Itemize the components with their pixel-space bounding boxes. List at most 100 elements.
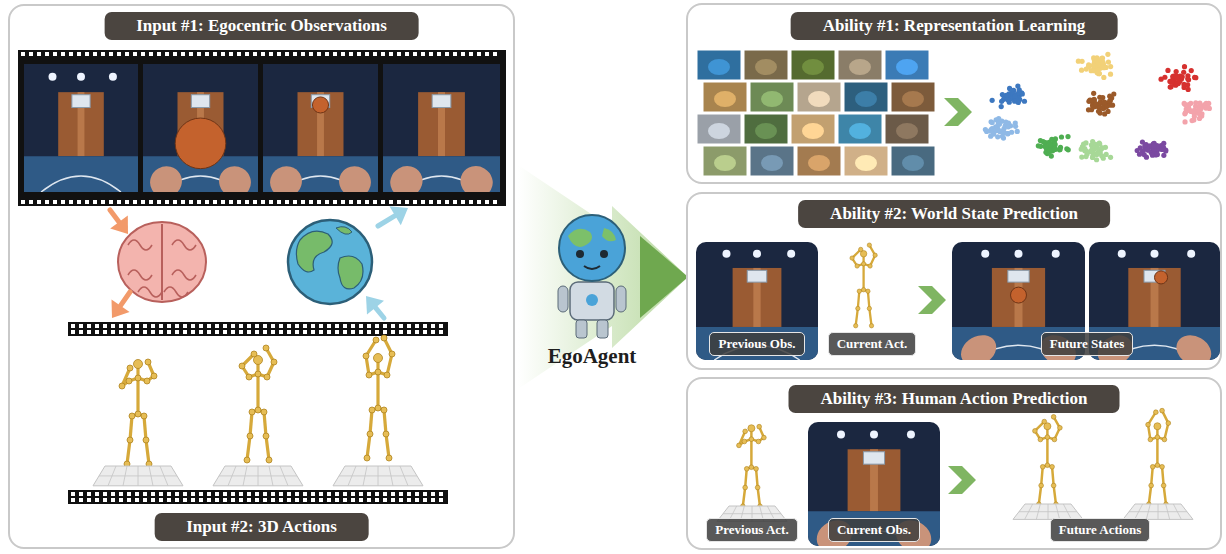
- film-hole: [111, 324, 115, 328]
- skeleton-joint: [1039, 483, 1044, 488]
- film-hole: [167, 324, 171, 328]
- film-hole: [239, 492, 243, 496]
- sample-photo: [791, 114, 835, 144]
- film-hole: [77, 200, 81, 204]
- film-hole: [357, 200, 361, 204]
- court-floor: [696, 327, 818, 360]
- film-hole: [359, 330, 363, 334]
- film-hole: [239, 324, 243, 328]
- film-hole: [135, 330, 139, 334]
- skeleton-joint: [246, 374, 252, 380]
- film-hole: [109, 200, 113, 204]
- brain-fold: [128, 270, 152, 280]
- embedding-point: [1111, 91, 1116, 96]
- image-tag-text: Future Actions: [1059, 522, 1141, 538]
- embedding-point: [1079, 155, 1084, 160]
- film-hole: [165, 200, 169, 204]
- film-hole: [493, 200, 497, 204]
- film-hole: [327, 330, 331, 334]
- embedding-point: [1108, 98, 1113, 103]
- film-hole: [415, 324, 419, 328]
- film-hole: [167, 330, 171, 334]
- film-hole: [151, 498, 155, 502]
- embedding-point: [1191, 108, 1196, 113]
- embedding-point: [1009, 130, 1014, 135]
- image-tag: Previous Obs.: [709, 332, 804, 356]
- film-hole: [159, 324, 163, 328]
- film-strip: [18, 50, 506, 206]
- embedding-point: [990, 98, 995, 103]
- film-hole: [207, 498, 211, 502]
- film-hole: [383, 330, 387, 334]
- hand: [213, 160, 256, 192]
- film-hole: [431, 492, 435, 496]
- photo-subject: [761, 155, 783, 171]
- film-hole: [237, 200, 241, 204]
- film-hole: [223, 498, 227, 502]
- film-hole: [431, 498, 435, 502]
- film-hole: [95, 330, 99, 334]
- court-wall: [848, 449, 901, 511]
- continent: [602, 228, 616, 241]
- film-hole: [285, 52, 289, 56]
- film-hole: [221, 200, 225, 204]
- sample-photo: [750, 82, 794, 112]
- embedding-point: [1036, 143, 1041, 148]
- film-hole: [343, 324, 347, 328]
- flow-arrow-line: [378, 216, 395, 226]
- film-hole: [53, 200, 57, 204]
- film-hole: [173, 200, 177, 204]
- film-hole: [207, 330, 211, 334]
- embedding-point: [1005, 97, 1010, 102]
- embedding-point: [996, 127, 1001, 132]
- skeleton-joint: [1050, 464, 1055, 469]
- film-hole: [311, 498, 315, 502]
- embedding-point: [1196, 107, 1201, 112]
- embedding-point: [999, 104, 1004, 109]
- green-chevron: [944, 98, 972, 126]
- skeleton-joint: [381, 407, 387, 413]
- skeleton-joint: [239, 363, 245, 369]
- floor-plane: [213, 466, 303, 486]
- court-wall: [992, 268, 1045, 327]
- embedding-point: [1059, 134, 1064, 139]
- skeleton-joint: [1155, 463, 1160, 468]
- film-hole: [141, 200, 145, 204]
- brain-fold: [138, 287, 162, 297]
- film-hole: [317, 200, 321, 204]
- hand: [1171, 329, 1217, 360]
- film-hole: [181, 200, 185, 204]
- film-hole: [103, 330, 107, 334]
- section-panel: Input #1: Egocentric ObservationsInput #…: [8, 4, 515, 549]
- embedding-point: [1002, 130, 1007, 135]
- embedding-point: [1015, 83, 1020, 88]
- film-hole: [415, 330, 419, 334]
- skeleton-bone: [869, 308, 871, 325]
- film-hole: [287, 324, 291, 328]
- film-hole: [407, 330, 411, 334]
- skeleton-bone: [1156, 437, 1158, 465]
- skeleton-joint: [762, 435, 767, 440]
- film-hole: [389, 52, 393, 56]
- skeleton-figure: [119, 359, 157, 467]
- photo-subject: [896, 59, 918, 75]
- hand: [333, 160, 376, 192]
- embedding-point: [1137, 152, 1142, 157]
- skeleton-joint: [364, 455, 370, 461]
- robot-arm: [616, 286, 626, 312]
- embedding-point: [1086, 107, 1091, 112]
- film-hole: [229, 200, 233, 204]
- film-hole: [373, 52, 377, 56]
- skeleton-joint: [134, 360, 143, 369]
- skeleton-bone: [247, 436, 250, 460]
- film-hole: [351, 498, 355, 502]
- photo-subject: [708, 123, 730, 139]
- skeleton-joint: [384, 372, 390, 378]
- ceiling-light: [1187, 250, 1195, 258]
- photo-subject: [708, 59, 730, 75]
- film-hole: [415, 492, 419, 496]
- skeleton-joint: [135, 375, 141, 381]
- film-hole: [335, 498, 339, 502]
- floor-line: [1129, 511, 1187, 512]
- film-hole: [405, 52, 409, 56]
